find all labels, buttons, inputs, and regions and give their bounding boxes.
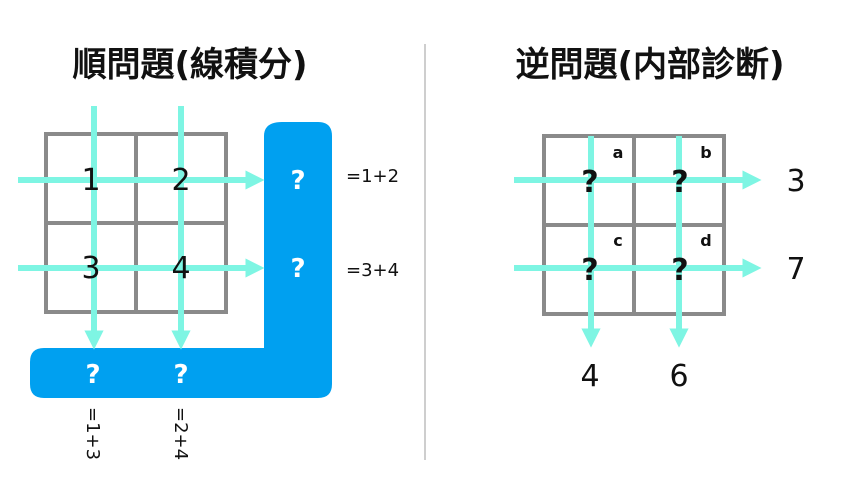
cell-b-label: b <box>700 143 711 162</box>
row2-sum: 7 <box>786 252 805 287</box>
inverse-problem-title: 逆問題(内部診断) <box>515 45 784 85</box>
row2-result-question: ? <box>290 254 305 284</box>
inverse-problem-panel: 逆問題(内部診断) ? ? ? ? a b c d 3 7 4 6 <box>514 45 806 394</box>
cell-2-value: 2 <box>171 163 190 198</box>
row1-equation: =1+2 <box>346 166 399 187</box>
forward-problem-panel: 順問題(線積分) 1 2 3 4 ? ? ? ? =1+2 =3+4 =1+3 … <box>18 45 399 460</box>
cell-d-unknown: ? <box>671 253 688 288</box>
forward-grid <box>44 132 228 314</box>
forward-problem-title: 順問題(線積分) <box>72 45 307 85</box>
col2-equation: =2+4 <box>170 407 191 460</box>
result-l-shape <box>30 122 332 398</box>
forward-ray-arrows <box>18 106 265 350</box>
col1-sum: 4 <box>580 359 599 394</box>
col1-equation: =1+3 <box>82 407 103 460</box>
col2-result-question: ? <box>173 360 188 390</box>
cell-a-label: a <box>613 143 624 162</box>
cell-d-label: d <box>700 231 711 250</box>
cell-3-value: 3 <box>81 251 100 286</box>
row1-sum: 3 <box>786 164 805 199</box>
row1-result-question: ? <box>290 166 305 196</box>
cell-1-value: 1 <box>81 163 100 198</box>
cell-4-value: 4 <box>171 251 190 286</box>
inverse-grid <box>542 134 726 316</box>
cell-c-label: c <box>613 231 622 250</box>
inverse-ray-arrows <box>514 136 762 348</box>
col2-sum: 6 <box>669 359 688 394</box>
row2-equation: =3+4 <box>346 260 399 281</box>
cell-b-unknown: ? <box>671 165 688 200</box>
cell-a-unknown: ? <box>581 165 598 200</box>
cell-c-unknown: ? <box>581 253 598 288</box>
col1-result-question: ? <box>85 360 100 390</box>
